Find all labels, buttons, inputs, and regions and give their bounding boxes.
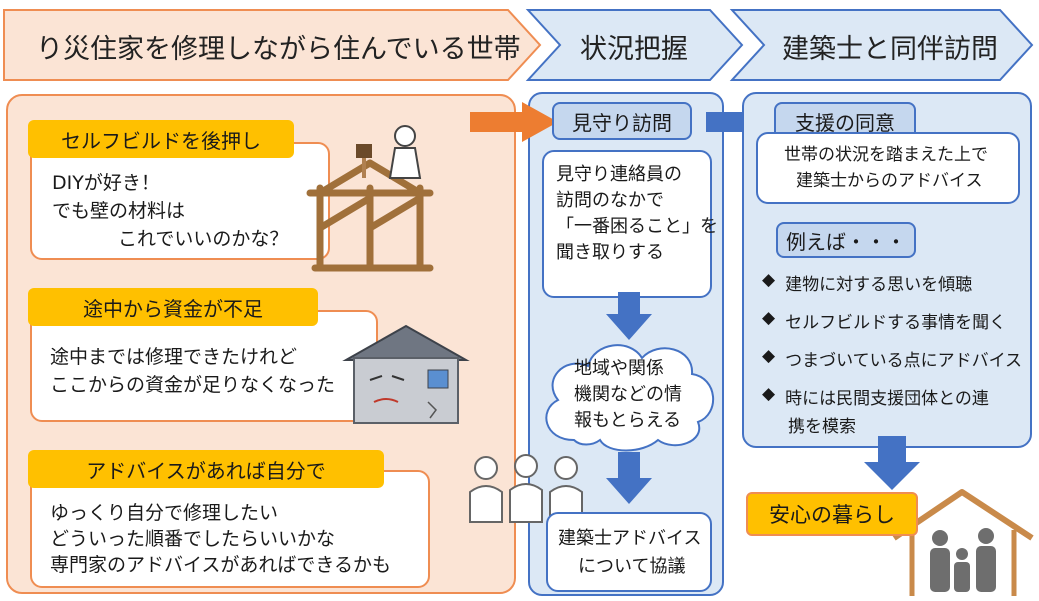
header-step2-label: 状況把握 <box>580 34 688 65</box>
case3-line3: 専門家のアドバイスがあればできるかも <box>50 554 392 576</box>
middle-box-line1: 見守り連絡員の <box>556 164 682 185</box>
case2-line1: 途中までは修理できたけれど <box>50 346 298 368</box>
middle-box-line4: 聞き取りする <box>556 242 664 263</box>
case1-box <box>30 142 330 260</box>
diamond-icon: ◆ <box>762 384 776 404</box>
diamond-icon: ◆ <box>762 270 776 290</box>
case2-box <box>30 310 378 422</box>
bullet-item: ◆ セルフビルドする事情を聞く <box>762 308 1006 333</box>
case2-tag: 途中から資金が不足 <box>28 288 318 326</box>
right-box <box>756 132 1020 204</box>
case3-box <box>30 470 430 588</box>
bullet-item: ◆ 時には民間支援団体との連 <box>762 384 989 409</box>
right-box-line1: 世帯の状況を踏まえた上で <box>784 145 988 165</box>
cloud-line1: 地域や関係 <box>574 358 664 379</box>
arrow-to-middle <box>470 102 558 142</box>
header-step3-shape <box>729 9 1034 81</box>
middle-down-arrow-1 <box>606 292 652 340</box>
damaged-house-illustration <box>342 324 470 424</box>
header-chevrons <box>3 9 1034 81</box>
case1-line2: でも壁の材料は <box>52 200 186 222</box>
bullet-text: セルフビルドする事情を聞く <box>785 313 1007 333</box>
info-cloud <box>545 344 714 452</box>
result-tag: 安心の暮らし <box>746 492 918 536</box>
bullet-text: つまづいている点にアドバイス <box>785 351 1023 371</box>
right-down-arrow <box>864 436 920 490</box>
right-box-line2: 建築士からのアドバイス <box>796 171 983 191</box>
bullet-item: ◆ 建物に対する思いを傾聴 <box>762 270 972 295</box>
cloud-line3: 報もとらえる <box>574 410 682 431</box>
case2-line2: ここからの資金が足りなくなった <box>50 374 336 396</box>
middle-bottom-box <box>546 512 712 592</box>
diamond-icon: ◆ <box>762 346 776 366</box>
case3-line1: ゆっくり自分で修理したい <box>50 502 279 524</box>
middle-bottom-line1: 建築士アドバイス <box>558 528 702 549</box>
header-step3-label: 建築士と同伴訪問 <box>782 34 998 65</box>
middle-box-line2: 訪問のなかで <box>556 190 664 211</box>
middle-tag: 見守り訪問 <box>552 102 692 140</box>
case1-line1: DIYが好き！ <box>52 172 160 194</box>
header-step2-shape <box>525 9 744 81</box>
case3-tag: アドバイスがあれば自分で <box>28 450 384 488</box>
middle-box <box>542 150 712 298</box>
middle-down-arrow-2 <box>606 452 652 504</box>
people-illustration <box>469 454 583 523</box>
bullet-text: 時には民間支援団体との連 <box>785 389 989 409</box>
bullet-continuation: 携を模索 <box>788 417 856 437</box>
cloud-line2: 機関などの情 <box>574 384 682 405</box>
header-step1-label: り災住家を修理しながら住んでいる世帯 <box>36 34 521 65</box>
case1-line3: これでいいのかな？ <box>118 228 289 250</box>
case3-line2: どういった順番でしたらいいかな <box>50 528 336 550</box>
header-step1-shape <box>3 9 542 81</box>
house-frame-illustration <box>306 125 434 272</box>
case1-tag: セルフビルドを後押し <box>28 120 294 158</box>
bullet-item: ◆ つまづいている点にアドバイス <box>762 346 1022 371</box>
example-tag: 例えば・・・ <box>776 222 916 258</box>
bullet-text: 建物に対する思いを傾聴 <box>785 275 973 295</box>
middle-bottom-line2: について協議 <box>578 556 686 577</box>
diamond-icon: ◆ <box>762 308 776 328</box>
middle-box-line3: 「一番困ること」を <box>556 216 718 237</box>
